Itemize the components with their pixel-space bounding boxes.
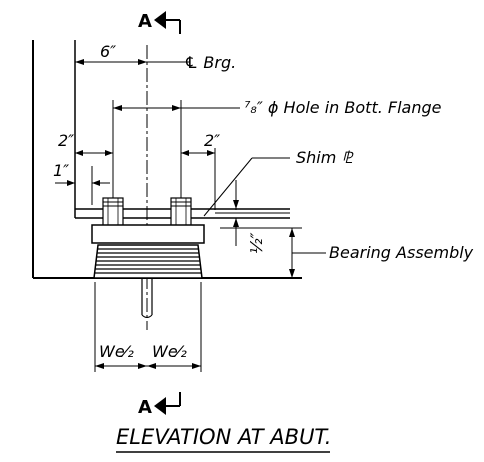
- drawing-title: ELEVATION AT ABUT.: [116, 425, 331, 453]
- dim-2in-right-label: 2″: [204, 131, 220, 150]
- section-marker-top: A: [138, 11, 181, 34]
- title-text: ELEVATION AT ABUT.: [116, 425, 331, 449]
- dim-half-in-label: ½″: [247, 232, 266, 254]
- centerline-bearing-label: ℄ Brg.: [184, 53, 236, 72]
- section-arrow-top-icon: [154, 11, 166, 29]
- shim-plate-note: Shim ⅊: [203, 148, 354, 217]
- dim-2in-left-label: 2″: [58, 131, 74, 150]
- section-arrow-bottom-icon: [154, 397, 166, 415]
- we-dimension: We⁄₂ We⁄₂: [94, 282, 202, 372]
- section-label-top: A: [138, 11, 152, 32]
- dimension-half-inch: ½″: [220, 180, 302, 254]
- dim-1in-label: 1″: [53, 161, 69, 180]
- bearing-assembly-label: Bearing Assembly: [329, 243, 474, 262]
- anchor-bolt-right: [170, 197, 192, 229]
- dimension-1in: 1″: [53, 161, 110, 205]
- dim-6in-label: 6″: [100, 42, 116, 61]
- bearing-plates: [91, 224, 205, 244]
- hole-note-label: ⁷₈″ ϕ Hole in Bott. Flange: [244, 98, 442, 117]
- section-label-bottom: A: [138, 397, 152, 418]
- anchor-bolt-left: [102, 197, 124, 229]
- dimension-6in: 6″ ℄ Brg.: [75, 42, 236, 72]
- we-left-label: We⁄₂: [99, 342, 134, 361]
- we-right-label: We⁄₂: [152, 342, 187, 361]
- dimension-2in-left: 2″: [58, 131, 113, 156]
- hole-dimension: ⁷₈″ ϕ Hole in Bott. Flange: [112, 98, 442, 205]
- embedded-anchor: [141, 278, 153, 318]
- dimension-2in-right: 2″: [181, 131, 220, 210]
- bearing-layers: [93, 244, 203, 279]
- section-marker-bottom: A: [138, 392, 181, 418]
- bearing-assembly-dimension: Bearing Assembly: [289, 228, 474, 278]
- girder: [74, 40, 290, 219]
- shim-plate-label: Shim ⅊: [296, 148, 354, 167]
